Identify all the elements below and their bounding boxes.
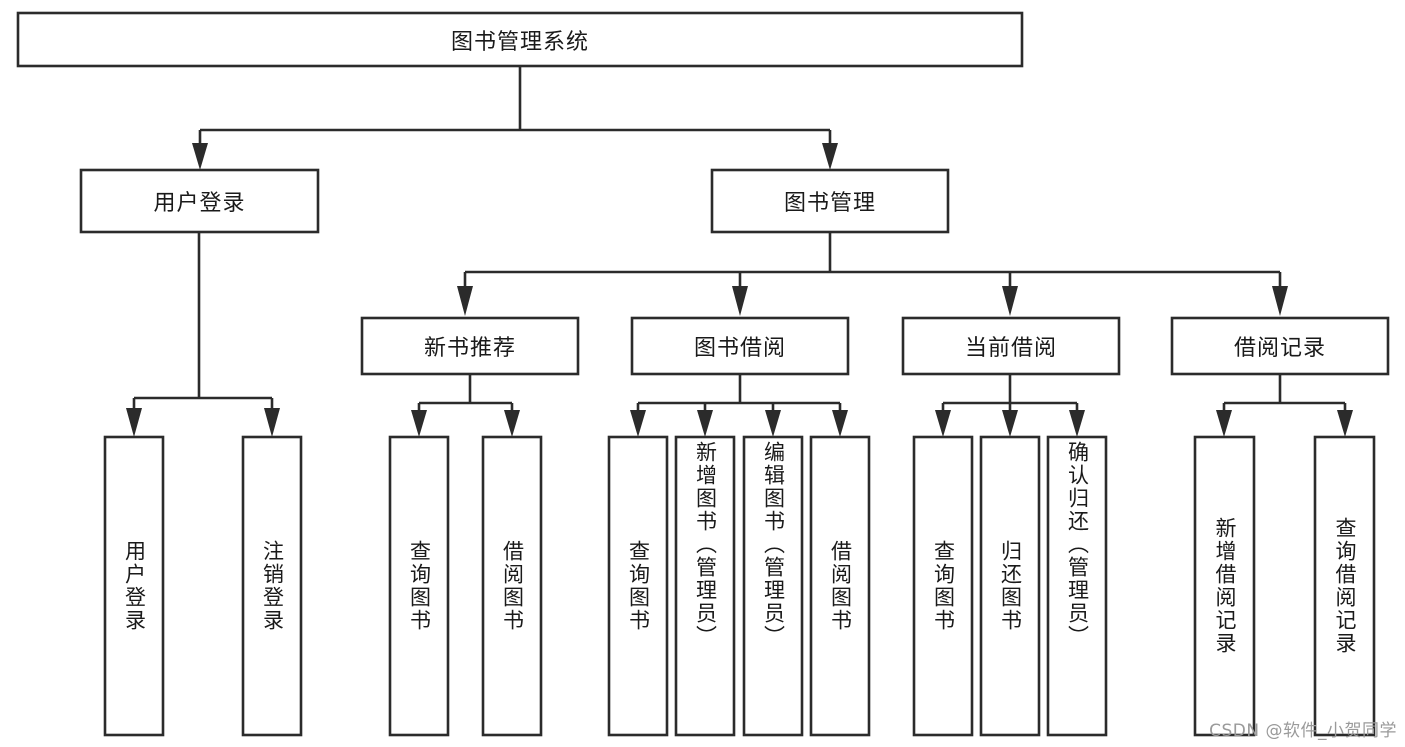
arrowhead-current-borrow <box>1002 286 1018 316</box>
node-leaf-add-record-box[interactable] <box>1193 435 1256 737</box>
node-new-book-recommend-box[interactable] <box>360 316 580 376</box>
watermark-text: CSDN @软件_小贺同学 <box>1209 721 1397 741</box>
node-leaf-query-book-2-box[interactable] <box>607 435 669 737</box>
node-leaf-borrow-book-2-box[interactable] <box>809 435 871 737</box>
arrowhead-leaf-user-login <box>126 408 142 437</box>
arrowhead-leaf-return-book <box>1002 410 1018 437</box>
node-book-borrow-box[interactable] <box>630 316 850 376</box>
node-leaf-confirm-return-box[interactable] <box>1046 435 1108 737</box>
arrowhead-leaf-query-record <box>1337 410 1353 437</box>
node-leaf-edit-book-box[interactable] <box>742 435 804 737</box>
node-leaf-return-book-box[interactable] <box>979 435 1041 737</box>
arrowhead-leaf-borrow-book-2 <box>832 410 848 437</box>
node-book-management-box[interactable] <box>710 168 950 234</box>
arrowhead-leaf-query-book-3 <box>935 410 951 437</box>
node-leaf-query-record-box[interactable] <box>1313 435 1376 737</box>
arrowhead-leaf-borrow-book-1 <box>504 410 520 437</box>
arrowhead-leaf-logout <box>264 408 280 437</box>
node-leaf-query-book-3-box[interactable] <box>912 435 974 737</box>
node-leaf-borrow-book-1-box[interactable] <box>481 435 543 737</box>
arrowhead-leaf-confirm-return <box>1069 410 1085 437</box>
arrowhead-leaf-query-book-1 <box>411 410 427 437</box>
node-leaf-add-book-box[interactable] <box>674 435 736 737</box>
arrowhead-book-management <box>822 143 838 170</box>
arrowhead-user-login <box>192 143 208 170</box>
arrowhead-leaf-edit-book <box>765 410 781 437</box>
node-root-box[interactable] <box>16 11 1024 68</box>
node-leaf-logout-box[interactable] <box>241 435 303 737</box>
arrowhead-leaf-query-book-2 <box>630 410 646 437</box>
node-user-login-box[interactable] <box>79 168 320 234</box>
arrowhead-leaf-add-book <box>697 410 713 437</box>
node-current-borrow-box[interactable] <box>901 316 1121 376</box>
node-leaf-user-login-box[interactable] <box>103 435 165 737</box>
node-leaf-query-book-1-box[interactable] <box>388 435 450 737</box>
arrowhead-leaf-add-record <box>1216 410 1232 437</box>
node-borrow-record-box[interactable] <box>1170 316 1390 376</box>
arrowhead-borrow-record <box>1272 286 1288 316</box>
arrowhead-new-book-recommend <box>457 286 473 316</box>
arrowhead-book-borrow <box>732 286 748 316</box>
